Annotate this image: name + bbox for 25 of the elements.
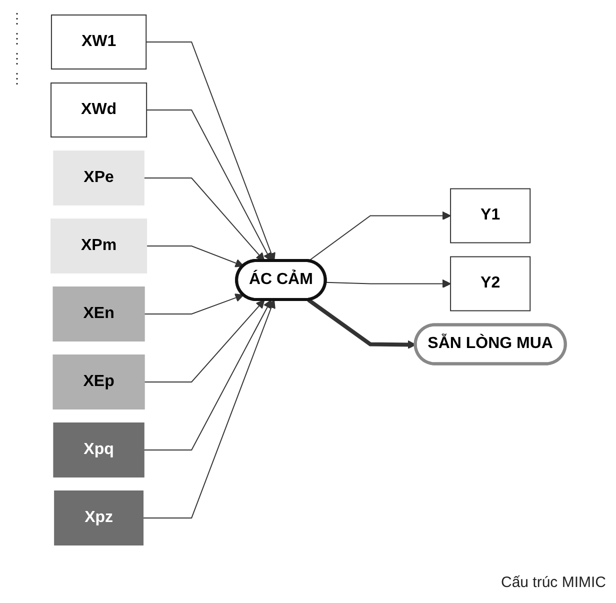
node-box: XPm <box>50 218 147 274</box>
arrow <box>308 211 451 262</box>
node-box: XPe <box>52 150 144 206</box>
node-box: Y1 <box>450 188 530 244</box>
arrow <box>143 300 272 450</box>
arrow <box>144 300 265 382</box>
arrow <box>142 300 276 518</box>
node-box: XEp <box>52 354 145 410</box>
node-box: XEn <box>52 286 145 342</box>
caption: Cấu trúc MIMIC <box>500 574 606 591</box>
node-box: Xpz <box>54 490 144 546</box>
node-box: Y2 <box>450 256 530 312</box>
arrow <box>146 110 272 262</box>
ellipsis-mark: ⋮ <box>10 70 24 86</box>
arrow <box>325 279 451 288</box>
ellipsis-mark: ⋮ <box>10 30 24 46</box>
ellipsis-mark: ⋮ <box>10 50 24 66</box>
node-box: XW1 <box>50 14 146 70</box>
arrow <box>144 294 244 314</box>
arrow <box>145 42 276 262</box>
node-box: XWd <box>50 82 147 138</box>
ellipsis-mark: ⋮ <box>10 10 24 26</box>
arrow <box>143 178 265 262</box>
node-box: Xpq <box>53 422 144 478</box>
arrow <box>146 246 244 268</box>
